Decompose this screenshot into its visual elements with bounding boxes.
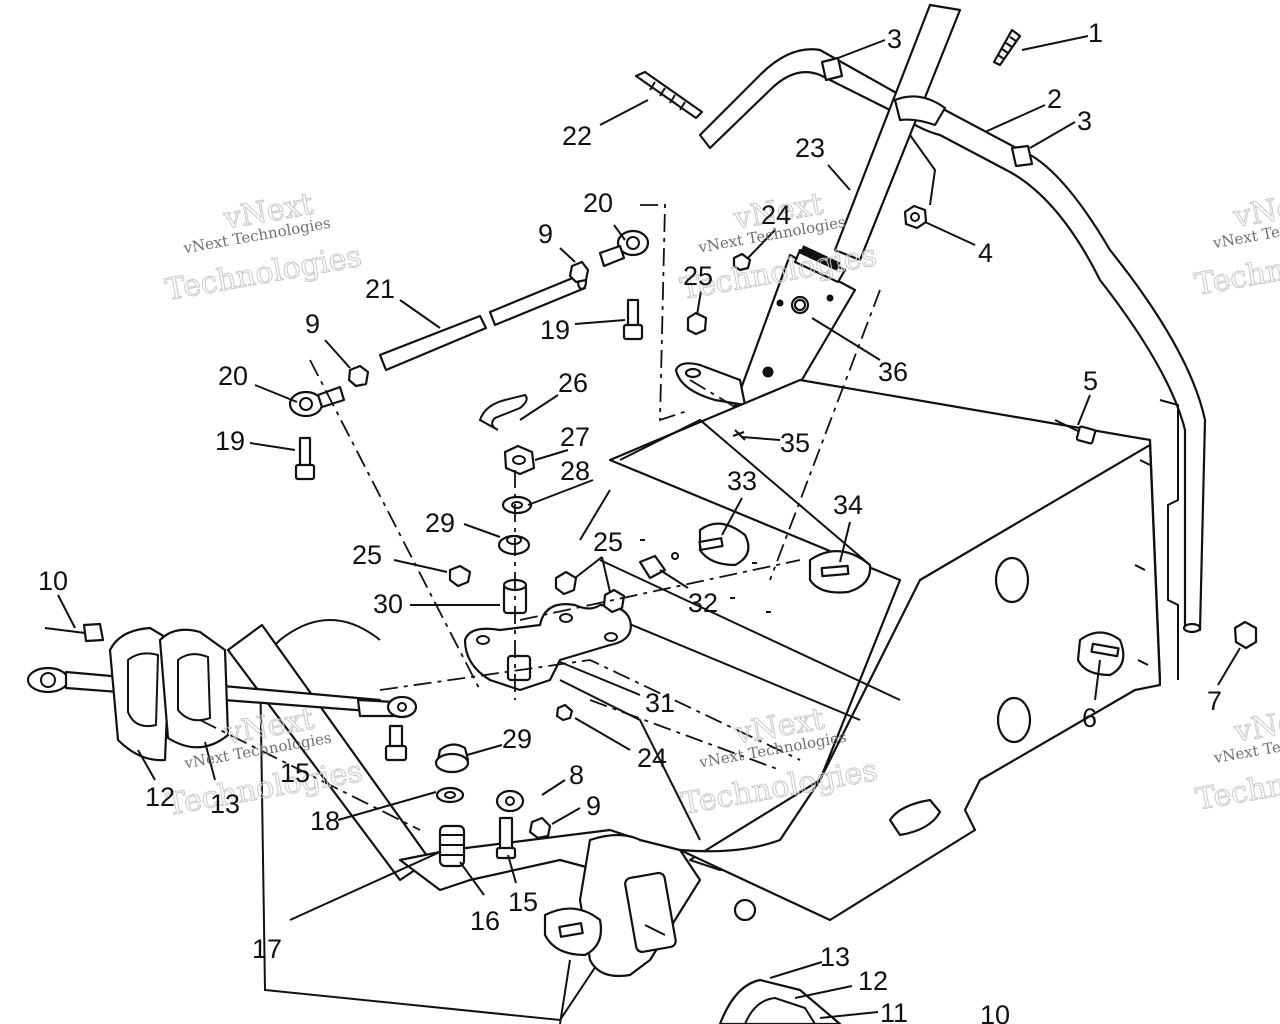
callout-11: 11	[880, 998, 908, 1024]
callout-10-left: 10	[38, 566, 68, 596]
reference-lines	[199, 204, 881, 831]
nut-27	[503, 444, 536, 476]
leader-lines	[57, 35, 1241, 1024]
callout-9-bottom: 9	[586, 791, 601, 821]
callout-36: 36	[878, 357, 908, 387]
nut-9-right	[568, 260, 590, 284]
frame-pan	[608, 378, 1179, 922]
bolt-32-hardware	[638, 539, 771, 613]
callout-25-middle: 25	[593, 527, 623, 557]
callout-28: 28	[560, 456, 590, 486]
clamp-3-top	[820, 56, 844, 82]
rod-end-20-right	[598, 229, 650, 268]
floor-lines	[258, 418, 901, 1022]
bushing-29-bottom	[434, 743, 470, 774]
bumper-15-bottom	[543, 907, 603, 957]
callout-25-left: 25	[352, 540, 382, 570]
callout-3-right: 3	[1077, 106, 1092, 136]
callout-3-top: 3	[887, 24, 902, 54]
steering-bracket	[674, 245, 857, 417]
callout-18: 18	[310, 806, 340, 836]
callout-16: 16	[470, 906, 500, 936]
callout-20-left: 20	[218, 361, 248, 391]
callout-32: 32	[688, 588, 718, 618]
bottom-right-assembly	[718, 978, 842, 1024]
callout-27: 27	[560, 422, 590, 452]
nut-7	[1233, 620, 1258, 650]
callouts: 1 2 3 3 4 5 6 7 8 9 9 9 10 10 11 12 12 1…	[38, 18, 1222, 1024]
clamp-3-right	[1010, 144, 1034, 168]
callout-25-top: 25	[683, 261, 713, 291]
washer-18	[435, 786, 465, 804]
nut-24	[555, 252, 752, 722]
bolt-10	[44, 622, 105, 643]
rod-end-8	[495, 789, 552, 840]
callout-12-left: 12	[145, 782, 175, 812]
steering-post	[833, 3, 962, 262]
watermark-right-top: vNext vNext Technologies Technologies	[1192, 184, 1280, 303]
bolt-15	[495, 816, 517, 860]
pin-35	[732, 429, 746, 441]
side-plate	[226, 623, 757, 978]
callout-30: 30	[373, 589, 403, 619]
bolt-22	[634, 70, 704, 120]
callout-5: 5	[1083, 366, 1098, 396]
callout-21: 21	[365, 274, 395, 304]
bolt-19-bottom	[384, 724, 408, 762]
callout-31: 31	[645, 688, 675, 718]
callout-9-top: 9	[538, 219, 553, 249]
callout-1: 1	[1088, 18, 1103, 48]
callout-6: 6	[1082, 703, 1097, 733]
callout-29-bottom: 29	[502, 724, 532, 754]
watermark-lower-right: vNext vNext Technologies Technologies	[1193, 699, 1280, 818]
callout-13-bottom: 13	[820, 942, 850, 972]
nut-25-group	[448, 311, 708, 614]
nut-4	[903, 204, 928, 230]
shift-gasket-13	[158, 628, 230, 749]
callout-17: 17	[252, 934, 282, 964]
callout-22: 22	[562, 121, 592, 151]
callout-24-top: 24	[761, 200, 791, 230]
bumper-33	[698, 522, 750, 567]
callout-13-left: 13	[210, 789, 240, 819]
callout-4: 4	[978, 238, 993, 268]
shift-plate-31	[463, 603, 632, 692]
bumper-6	[1076, 631, 1125, 677]
washer-28	[501, 495, 533, 515]
callout-34: 34	[833, 490, 863, 520]
callout-12-bottom: 12	[858, 966, 888, 996]
callout-29-top: 29	[425, 508, 455, 538]
callout-24-bottom: 24	[637, 743, 667, 773]
callout-8: 8	[569, 760, 584, 790]
watermark-left: vNext vNext Technologies Technologies	[162, 186, 365, 308]
callout-26: 26	[558, 368, 588, 398]
bumper-34	[808, 550, 872, 594]
callout-15-middle: 15	[280, 758, 310, 788]
bolt-19-left	[294, 436, 316, 481]
screw-1	[992, 28, 1022, 67]
callout-20-right: 20	[583, 188, 613, 218]
cotter-pin-26	[478, 393, 528, 431]
nut-9-left	[347, 364, 370, 388]
callout-19-right: 19	[540, 315, 570, 345]
bolt-19-right	[622, 298, 644, 341]
callout-33: 33	[727, 466, 757, 496]
pivot-17	[438, 824, 466, 868]
callout-19-left: 19	[215, 426, 245, 456]
callout-9-left: 9	[305, 309, 320, 339]
callout-2: 2	[1047, 84, 1062, 114]
bushing-29-top	[497, 534, 531, 556]
callout-35: 35	[780, 428, 810, 458]
callout-23: 23	[795, 133, 825, 163]
callout-15-bottom: 15	[508, 887, 538, 917]
bolt-5	[1054, 419, 1097, 445]
callout-7: 7	[1207, 686, 1222, 716]
bolt-36	[793, 298, 807, 312]
rod-end-20-left	[288, 385, 346, 418]
callout-10-bottom: 10	[980, 1000, 1010, 1024]
